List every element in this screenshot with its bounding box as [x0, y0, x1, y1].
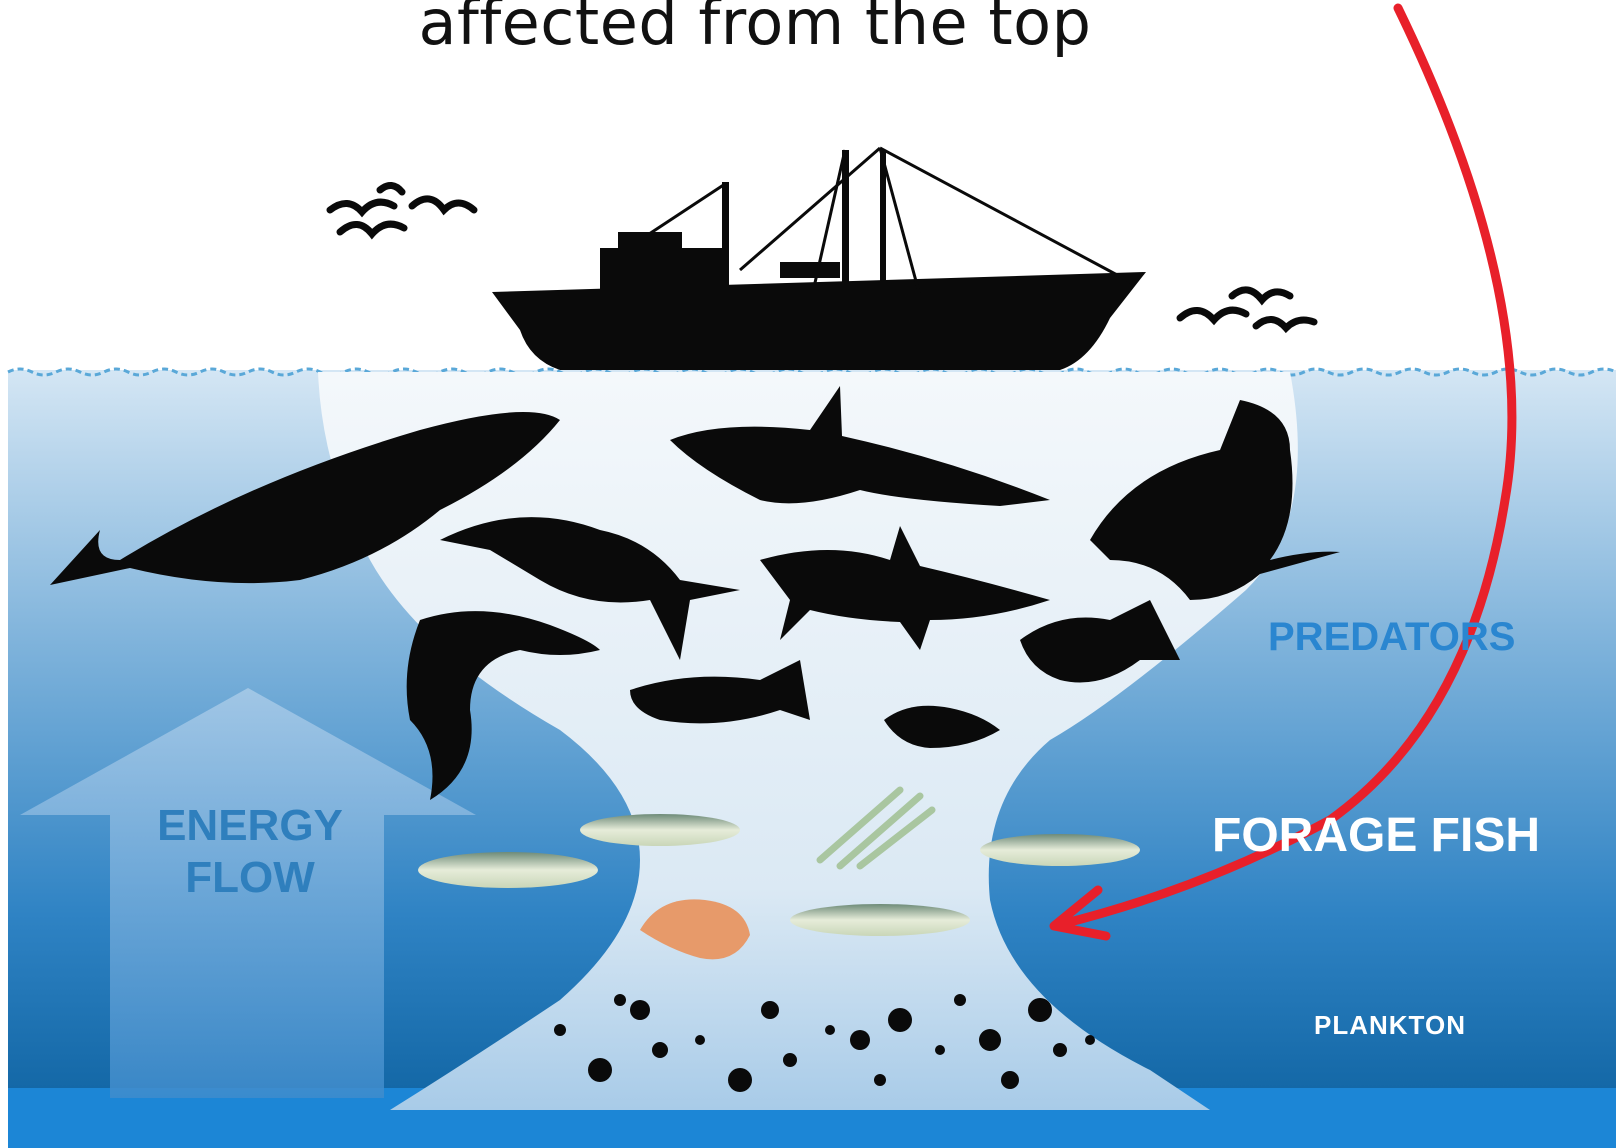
energy-label-line1: ENERGY — [110, 800, 390, 852]
forage-fish-2 — [418, 852, 598, 888]
plankton-label: PLANKTON — [1314, 1010, 1466, 1041]
forage-fish-label: FORAGE FISH — [1212, 808, 1540, 863]
forage-fish-3 — [980, 834, 1140, 866]
forage-fish-1 — [580, 814, 740, 846]
seabirds-right — [1180, 290, 1314, 328]
forage-fish-4 — [790, 904, 970, 936]
seabirds-left — [330, 185, 474, 234]
predators-label: PREDATORS — [1268, 615, 1515, 660]
energy-label-line2: FLOW — [110, 852, 390, 904]
energy-flow-label: ENERGY FLOW — [110, 800, 390, 904]
